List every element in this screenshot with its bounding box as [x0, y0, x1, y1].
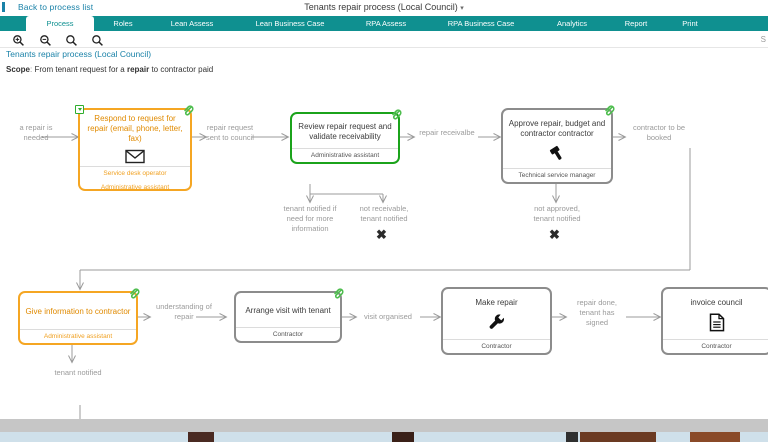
scrollbar-thumb[interactable]: [0, 419, 470, 432]
document-icon: [709, 313, 725, 332]
attachment-clip-icon[interactable]: [332, 287, 344, 299]
scope-separator: :: [30, 65, 33, 74]
node-title: Give information to contractor: [25, 306, 131, 316]
flow-label-repair-receivable: repair receivalbe: [419, 128, 475, 137]
process-node-arrange-visit[interactable]: Arrange visit with tenant Contractor: [234, 288, 344, 343]
node-role: Administrative assistant: [100, 184, 170, 192]
node-body: Respond to request for repair (email, ph…: [80, 110, 190, 166]
start-event-label: a repair is needed: [19, 123, 53, 142]
flow-label-repair-done-signed: repair done, tenant has signed: [576, 298, 618, 327]
window-header: Back to process list Tenants repair proc…: [0, 0, 768, 16]
node-title: Respond to request for repair (email, ph…: [87, 114, 183, 143]
node-body: invoice council: [663, 289, 768, 339]
flow-label-visit-organised: visit organised: [364, 312, 412, 321]
breadcrumb[interactable]: Tenants repair process (Local Council): [6, 49, 152, 59]
flow-label-repair-request-sent: repair request sent to council: [206, 123, 254, 142]
taskbar-segment: [566, 432, 578, 442]
main-tab-bar: Process Roles Lean Assess Lean Business …: [0, 16, 768, 31]
process-diagram-canvas[interactable]: a repair is needed Respond to request fo…: [0, 80, 768, 419]
process-title-dropdown[interactable]: Tenants repair process (Local Council) ▾: [0, 2, 768, 12]
node-title: invoice council: [690, 297, 743, 307]
node-roles: Technical service manager: [503, 167, 611, 182]
flow-label-understanding-of-repair: understanding of repair: [156, 302, 212, 321]
flow-label-tenant-notified-more-info: tenant notified if need for more informa…: [283, 204, 337, 233]
tab-lean-business-case[interactable]: Lean Business Case: [255, 19, 325, 28]
tab-process[interactable]: Process: [26, 16, 94, 31]
tab-rpa-business-case[interactable]: RPA Business Case: [447, 19, 515, 28]
tab-lean-assess[interactable]: Lean Assess: [170, 19, 214, 28]
end-terminator-icon: ✖: [376, 227, 387, 242]
node-role: Service desk operator: [103, 170, 167, 177]
zoom-out-icon[interactable]: [39, 34, 52, 47]
process-node-invoice-council[interactable]: invoice council Contractor: [661, 287, 768, 355]
back-to-process-list-link[interactable]: Back to process list: [18, 2, 94, 12]
process-title-text: Tenants repair process (Local Council): [304, 2, 458, 12]
node-body: Give information to contractor: [20, 293, 136, 329]
node-role: Technical service manager: [518, 171, 596, 179]
flow-label-not-approved: not approved, tenant notified: [533, 204, 581, 223]
node-role: Administrative assistant: [310, 151, 380, 159]
attachment-clip-icon[interactable]: [182, 104, 194, 116]
attachment-clip-icon[interactable]: [390, 108, 402, 120]
process-node-approve[interactable]: Approve repair, budget and contractor co…: [501, 105, 615, 184]
flow-label-not-receivable: not receivable, tenant notified: [359, 204, 409, 223]
flow-label-tenant-notified: tenant notified: [54, 368, 102, 377]
gavel-icon: [547, 144, 567, 161]
taskbar-segment: [580, 432, 656, 442]
node-roles: Administrative assistant: [292, 147, 398, 162]
scope-keyword: repair: [126, 65, 150, 74]
node-body: Approve repair, budget and contractor co…: [503, 110, 611, 168]
chevron-down-icon: ▾: [460, 5, 464, 12]
tab-report[interactable]: Report: [624, 19, 648, 28]
taskbar-segment: [690, 432, 740, 442]
zoom-toolbar: S: [0, 31, 768, 48]
node-role: Contractor: [272, 330, 304, 338]
node-role: Contractor: [481, 342, 512, 350]
taskbar-segment: [392, 432, 414, 442]
node-roles: Contractor: [236, 326, 340, 341]
node-title: Arrange visit with tenant: [245, 305, 331, 315]
node-title: Approve repair, budget and contractor co…: [508, 118, 606, 138]
scope-line: Scope: From tenant request for a repair …: [6, 65, 213, 74]
wrench-icon: [488, 313, 506, 331]
node-roles: Administrative assistant: [20, 328, 136, 343]
node-roles: Contractor: [443, 338, 550, 353]
tab-analytics[interactable]: Analytics: [556, 19, 587, 28]
connector-layer: [42, 80, 765, 419]
node-role: Contractor: [701, 342, 732, 350]
node-title: Make repair: [475, 298, 518, 308]
os-taskbar-strip: [0, 432, 768, 442]
node-roles: Contractor: [663, 338, 768, 353]
process-node-review[interactable]: Review repair request and validate recei…: [290, 109, 402, 164]
process-node-make-repair[interactable]: Make repair Contractor: [441, 287, 552, 355]
scope-text-before: From tenant request for a: [34, 65, 127, 74]
attachment-clip-icon[interactable]: [603, 104, 615, 116]
end-terminator-icon: ✖: [549, 227, 560, 242]
node-body: Arrange visit with tenant: [236, 293, 340, 327]
horizontal-scrollbar[interactable]: [0, 419, 768, 432]
sidebar-toggle-indicator: [2, 2, 5, 12]
node-body: Make repair: [443, 289, 550, 339]
process-node-respond[interactable]: Respond to request for repair (email, ph…: [75, 105, 194, 194]
tab-rpa-assess[interactable]: RPA Assess: [365, 19, 407, 28]
node-role: Administrative assistant: [43, 332, 113, 340]
toolbar-right-overflow[interactable]: S: [760, 35, 766, 44]
taskbar-segment: [0, 432, 150, 442]
node-body: Review repair request and validate recei…: [292, 114, 398, 148]
flow-label-contractor-to-be-booked: contractor to be booked: [632, 123, 686, 142]
node-menu-icon[interactable]: [75, 105, 84, 114]
taskbar-segment: [188, 432, 214, 442]
attachment-clip-icon[interactable]: [128, 287, 140, 299]
envelope-icon: [125, 149, 145, 164]
process-node-give-information[interactable]: Give information to contractor Administr…: [18, 288, 140, 345]
node-roles: Service desk operator Administrative ass…: [80, 166, 190, 194]
tab-print[interactable]: Print: [682, 19, 698, 28]
zoom-fit-icon[interactable]: [65, 34, 78, 47]
zoom-in-icon[interactable]: [12, 34, 25, 47]
tab-roles[interactable]: Roles: [113, 19, 133, 28]
node-title: Review repair request and validate recei…: [298, 121, 392, 141]
scope-text-after: to contractor paid: [149, 65, 214, 74]
zoom-reset-icon[interactable]: [91, 34, 104, 47]
scope-label: Scope: [6, 65, 31, 74]
